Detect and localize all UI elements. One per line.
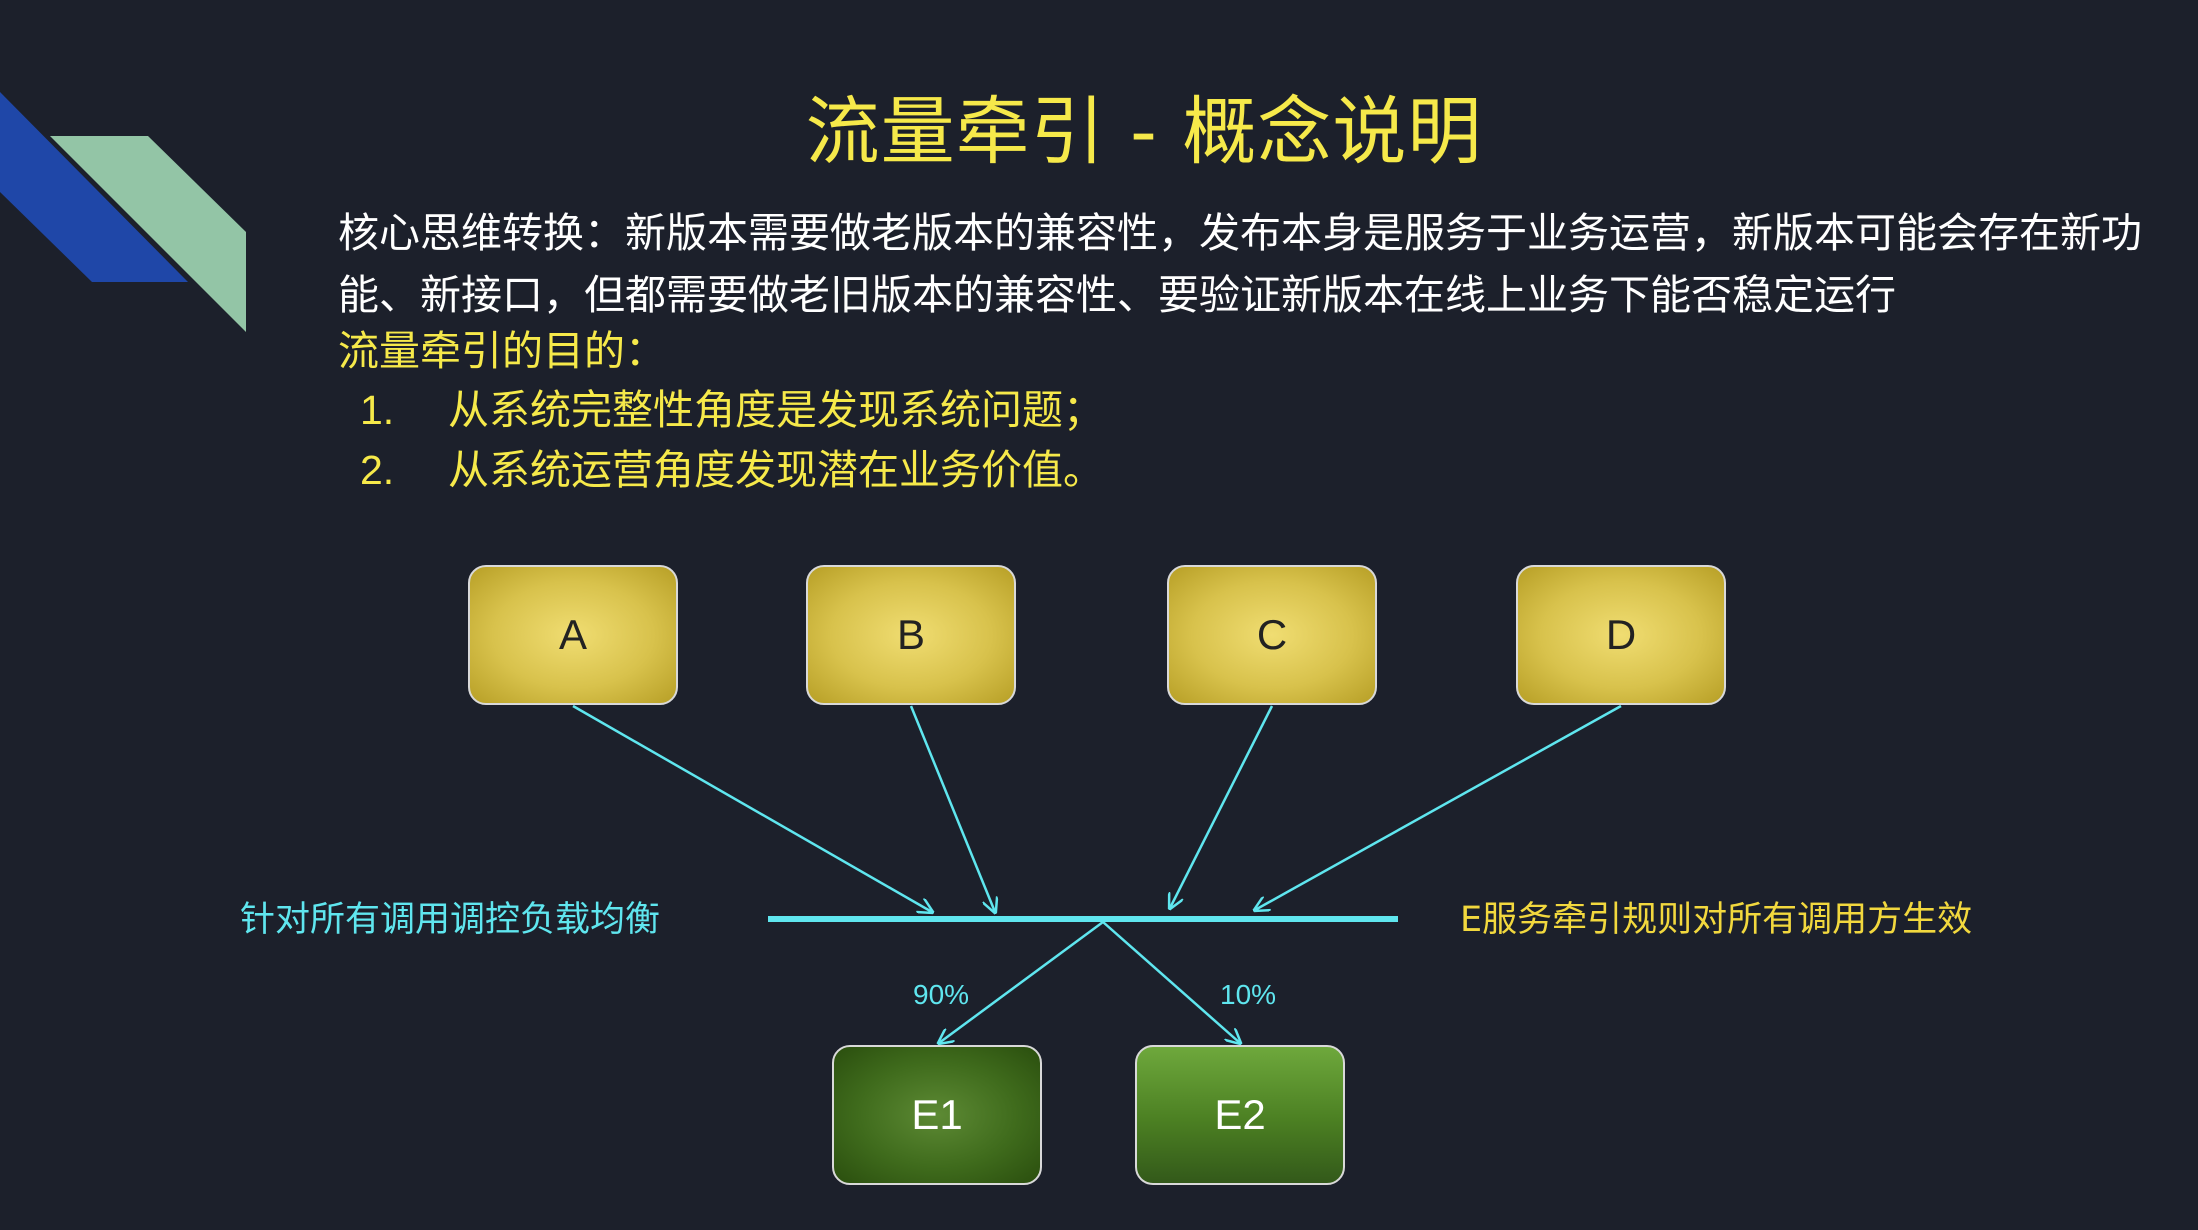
arrow-b-to-bar — [909, 705, 995, 912]
list-number: 2. — [360, 447, 395, 493]
arrow-bar-to-e1 — [939, 920, 1104, 1043]
blue-stripe — [0, 92, 188, 282]
purpose-heading: 流量牵引的目的： — [338, 327, 666, 375]
list-number: 1. — [360, 387, 395, 433]
source-box-b: B — [806, 565, 1016, 705]
target-box-e2: E2 — [1135, 1045, 1345, 1185]
e2-percent-label: 10% — [1220, 979, 1277, 1010]
source-box-d: D — [1516, 565, 1726, 705]
green-stripe — [50, 136, 246, 332]
arrow-bar-to-e2 — [1102, 921, 1240, 1043]
list-item: 2. 从系统运营角度发现潜在业务价值。 — [360, 440, 1104, 500]
list-text: 从系统完整性角度是发现系统问题； — [448, 386, 1104, 434]
source-box-a: A — [468, 565, 678, 705]
source-box-c: C — [1167, 565, 1377, 705]
traction-rule-label: E服务牵引规则对所有调用方生效 — [1460, 900, 1973, 940]
arrow-d-to-bar — [1255, 704, 1622, 910]
load-balance-label: 针对所有调用调控负载均衡 — [240, 900, 661, 940]
e1-percent-label: 90% — [913, 979, 970, 1010]
arrow-a-to-bar — [572, 704, 932, 912]
page-title: 流量牵引 - 概念说明 — [805, 89, 1483, 175]
decorative-stripes — [0, 92, 246, 332]
list-text: 从系统运营角度发现潜在业务价值。 — [448, 446, 1104, 494]
arrow-c-to-bar — [1170, 705, 1274, 908]
purpose-list: 1. 从系统完整性角度是发现系统问题； 2. 从系统运营角度发现潜在业务价值。 — [360, 380, 1104, 500]
intro-paragraph: 核心思维转换：新版本需要做老版本的兼容性，发布本身是服务于业务运营，新版本可能会… — [338, 209, 2142, 319]
list-item: 1. 从系统完整性角度是发现系统问题； — [360, 380, 1104, 440]
target-box-e1: E1 — [832, 1045, 1042, 1185]
